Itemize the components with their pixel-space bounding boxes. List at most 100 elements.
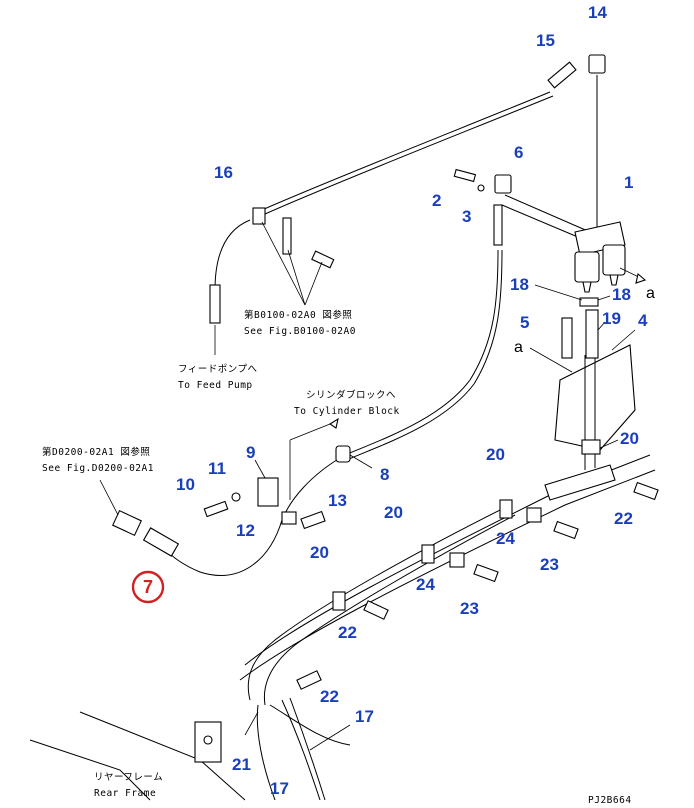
arrow-a-filter xyxy=(635,272,647,284)
letter-a-right: a xyxy=(646,285,655,302)
note-cyl-block-jp: シリンダブロックへ xyxy=(306,389,396,401)
hose-15-inner xyxy=(264,95,554,215)
callout-13: 13 xyxy=(328,491,347,510)
note-ref-d0200-en: See Fig.D0200-02A1 xyxy=(42,463,154,474)
callout-3: 3 xyxy=(462,207,471,226)
leader-8 xyxy=(349,454,373,469)
callout-20d: 20 xyxy=(620,429,639,448)
bolt-23-a xyxy=(473,563,499,583)
callout-23b: 23 xyxy=(540,555,559,574)
hose-19 xyxy=(585,309,599,359)
rail-cable-1 xyxy=(247,504,511,701)
leader-16b xyxy=(287,249,306,306)
callout-22b: 22 xyxy=(320,687,339,706)
leader-a-left xyxy=(529,347,573,373)
clamp-8 xyxy=(335,445,351,463)
note-feed-pump-en: To Feed Pump xyxy=(178,380,253,391)
plate-21-hole xyxy=(203,735,213,745)
clamp-20-c xyxy=(499,499,513,519)
rail-cable-2 xyxy=(263,514,516,706)
leader-16a xyxy=(261,221,306,306)
clamp-20-b xyxy=(421,544,435,564)
pipe-stub-6 xyxy=(493,204,503,246)
callout-1: 1 xyxy=(624,173,633,192)
bolt-22-c xyxy=(633,481,659,501)
bolt-22-b xyxy=(296,670,322,690)
filter-drain-left xyxy=(582,281,592,293)
washer-3 xyxy=(477,184,485,192)
rear-frame-edge-b xyxy=(29,739,151,801)
leader-18a xyxy=(534,284,583,301)
leader-21 xyxy=(244,711,259,736)
callout-20c: 20 xyxy=(310,543,329,562)
callout-10: 10 xyxy=(176,475,195,494)
rail-upper xyxy=(244,454,651,666)
hose-main-b xyxy=(348,249,503,460)
leader-16c xyxy=(304,261,323,306)
callout-6: 6 xyxy=(514,143,523,162)
callout-4: 4 xyxy=(638,311,648,330)
bracket-base xyxy=(544,464,616,501)
callout-19: 19 xyxy=(602,309,621,328)
callout-22c: 22 xyxy=(614,509,633,528)
filter-drain-right xyxy=(609,274,619,286)
leader-cyl xyxy=(289,423,331,500)
callout-11: 11 xyxy=(208,459,226,478)
callout-5: 5 xyxy=(520,313,529,332)
bolt-16 xyxy=(311,250,335,269)
callout-17b: 17 xyxy=(270,779,289,798)
clip-12 xyxy=(281,511,297,525)
callout-17a: 17 xyxy=(355,707,374,726)
leader-20e xyxy=(599,439,619,449)
callout-23a: 23 xyxy=(460,599,479,618)
leader-9 xyxy=(254,459,266,479)
leader-18b xyxy=(597,295,611,301)
pipe-6 xyxy=(504,194,591,233)
clip-18 xyxy=(579,297,599,307)
bolt-10 xyxy=(203,500,229,518)
note-rear-frame-en: Rear Frame xyxy=(94,788,156,799)
drawing-code: PJ2B664 xyxy=(588,795,632,806)
cable-17-far xyxy=(281,699,321,801)
clamp-20-a xyxy=(332,591,346,611)
stud-16 xyxy=(282,217,292,255)
hose-feed-pump xyxy=(214,219,251,291)
callout-12: 12 xyxy=(236,521,255,540)
leader-19 xyxy=(597,321,606,331)
leader-d0200 xyxy=(99,479,119,516)
arrow-cylinder-block xyxy=(328,417,339,429)
filter-bowl-left xyxy=(574,251,600,283)
callout-24b: 24 xyxy=(496,529,515,548)
hose-15 xyxy=(261,91,551,211)
callout-24a: 24 xyxy=(416,575,435,594)
spacer-24-a xyxy=(449,552,465,568)
fitting-feed-pump xyxy=(209,284,221,324)
callout-18b: 18 xyxy=(612,285,631,304)
fitting-7-hose xyxy=(142,527,180,557)
callout-21: 21 xyxy=(232,755,251,774)
cable-17-right xyxy=(269,704,351,746)
cable-17-far-b xyxy=(289,697,326,801)
letter-a-left: a xyxy=(514,339,523,356)
note-rear-frame-jp: リヤーフレーム xyxy=(94,772,163,783)
note-ref-d0200-jp: 第D0200-02A1 図参照 xyxy=(42,446,150,458)
bracket-9 xyxy=(257,477,279,507)
note-ref-b0100-jp: 第B0100-02A0 図参照 xyxy=(244,309,352,321)
hose-main xyxy=(164,249,499,576)
leader-17 xyxy=(309,724,351,751)
bolt-23-b xyxy=(553,520,579,540)
callout-8: 8 xyxy=(380,465,389,484)
callout-18a: 18 xyxy=(510,275,529,294)
bolt-5 xyxy=(561,317,573,359)
callout-14: 14 xyxy=(588,3,607,22)
note-ref-b0100-en: See Fig.B0100-02A0 xyxy=(244,326,356,337)
fitting-6 xyxy=(494,174,512,194)
note-feed-pump-jp: フィードポンプへ xyxy=(178,364,258,375)
spacer-24-b xyxy=(526,507,542,523)
callout-22a: 22 xyxy=(338,623,357,642)
washer-11 xyxy=(231,492,241,502)
bracket-20-right xyxy=(581,439,601,455)
callout-9: 9 xyxy=(246,443,255,462)
clip-16 xyxy=(252,207,266,225)
